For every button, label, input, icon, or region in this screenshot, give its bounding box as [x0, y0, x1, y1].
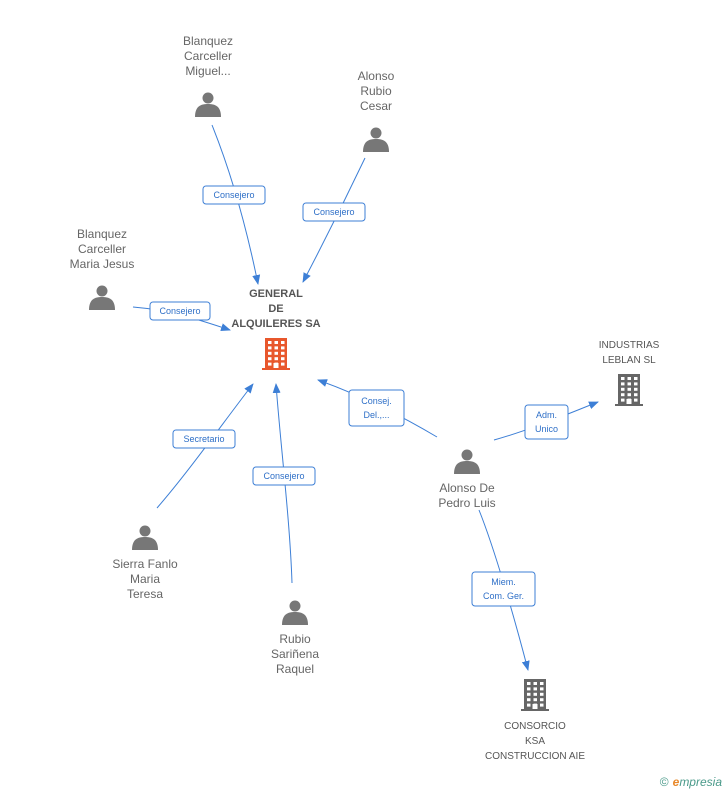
node-label: Rubio [279, 632, 311, 646]
edge-luis-to-leblan: Adm. Unico [493, 401, 599, 441]
node-label: Carceller [78, 242, 126, 256]
role-label-box[interactable] [471, 571, 536, 607]
node-label: GENERAL [249, 288, 303, 300]
edge-cesar-to-main: Consejero [302, 157, 366, 283]
node-label: Miguel... [185, 64, 230, 78]
role-label-text: Unico [535, 424, 558, 434]
edge-luis-to-main: Consej. Del.,... [317, 379, 438, 438]
edge-miguel-to-main: Consejero [202, 124, 266, 285]
node-label: INDUSTRIAS [599, 340, 660, 351]
role-label-box[interactable] [348, 389, 405, 427]
brand-logo-e: e [672, 775, 680, 789]
role-label-text: Consejero [313, 207, 354, 217]
edge-teresa-to-main: Secretario [156, 383, 254, 509]
role-label-text: Consejero [263, 471, 304, 481]
building-icon [262, 338, 290, 370]
node-label: Alonso [358, 69, 395, 83]
role-label-text: Com. Ger. [483, 591, 524, 601]
brand-logo-text: mpresia [679, 775, 722, 789]
node-label: Maria Jesus [70, 257, 135, 271]
node-label: Maria [130, 572, 160, 586]
node-main[interactable]: GENERAL DE ALQUILERES SA [231, 288, 321, 370]
footer-brand: ©empresia [660, 775, 722, 789]
building-icon [521, 679, 549, 711]
role-label-box[interactable] [302, 202, 366, 222]
node-label: Raquel [276, 662, 314, 676]
nodes-layer: GENERAL DE ALQUILERES SA INDUSTRIAS LEBLAN S… [70, 34, 660, 762]
node-miguel[interactable]: BlanquezCarcellerMiguel... [183, 34, 233, 117]
node-label: DE [268, 303, 283, 315]
node-label: Carceller [184, 49, 232, 63]
node-label: Rubio [360, 84, 392, 98]
role-label-box[interactable] [252, 466, 316, 486]
person-icon [89, 285, 115, 310]
node-label: CONSTRUCCION AIE [485, 751, 585, 762]
node-label: Blanquez [183, 34, 233, 48]
role-label-text: Secretario [183, 434, 224, 444]
building-icon [615, 374, 643, 406]
role-label-text: Consejero [159, 306, 200, 316]
node-label: Pedro Luis [438, 496, 495, 510]
node-label: Cesar [360, 99, 392, 113]
person-icon [282, 600, 308, 625]
person-icon [132, 525, 158, 550]
person-icon [454, 449, 480, 474]
role-label-text: Adm. [536, 410, 557, 420]
edge-mjesus-to-main: Consejero [132, 301, 231, 331]
node-label: KSA [525, 736, 545, 747]
node-label: ALQUILERES SA [231, 318, 320, 330]
node-label: CONSORCIO [504, 721, 566, 732]
role-label-text: Miem. [491, 577, 516, 587]
node-leblan[interactable]: INDUSTRIAS LEBLAN SL [599, 340, 660, 406]
role-label-text: Consejero [213, 190, 254, 200]
role-label-box[interactable] [172, 429, 236, 449]
edge-raquel-to-main: Consejero [252, 383, 316, 584]
node-label: Sierra Fanlo [112, 557, 178, 571]
role-label-text: Consej. [361, 396, 392, 406]
person-icon [363, 127, 389, 152]
role-label-box[interactable] [524, 404, 569, 440]
node-label: Teresa [127, 587, 163, 601]
node-label: Blanquez [77, 227, 127, 241]
node-ksa[interactable]: CONSORCIO KSA CONSTRUCCION AIE [485, 679, 585, 762]
person-icon [195, 92, 221, 117]
role-label-box[interactable] [202, 185, 266, 205]
role-label-text: Del.,... [363, 410, 389, 420]
node-label: Alonso De [439, 481, 495, 495]
copyright-symbol: © [659, 775, 669, 789]
edge-luis-to-ksa: Miem. Com. Ger. [471, 509, 536, 671]
edges-layer: ConsejeroConsejeroConsejeroSecretarioCon… [132, 124, 599, 671]
role-label-box[interactable] [149, 301, 211, 321]
node-label: LEBLAN SL [602, 355, 656, 366]
node-label: Sariñena [271, 647, 319, 661]
